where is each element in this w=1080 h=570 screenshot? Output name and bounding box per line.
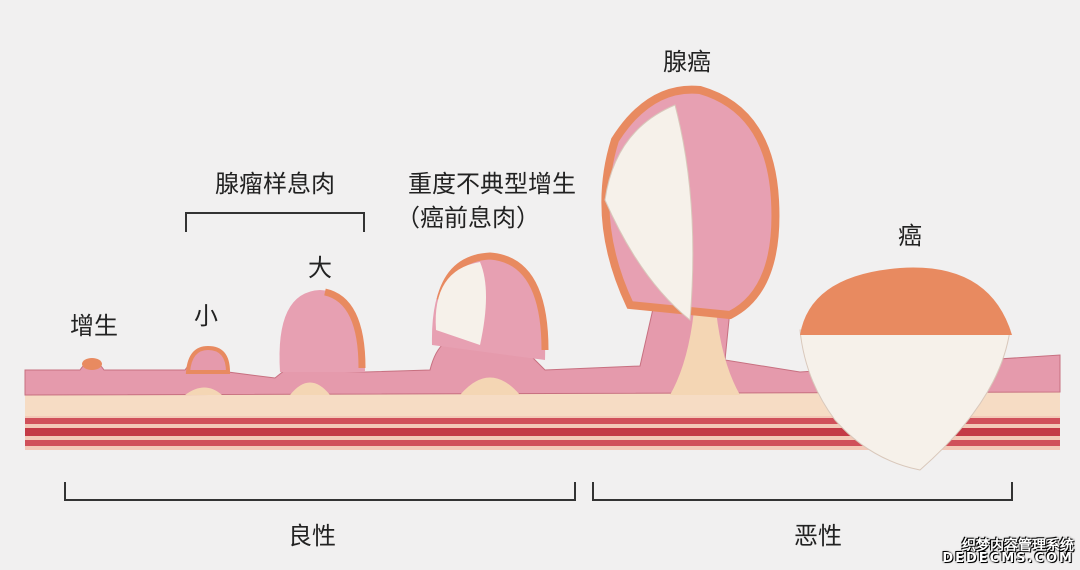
cancer-tumor-core xyxy=(799,329,1011,471)
adenocarcinoma-core xyxy=(604,104,694,321)
large-polyp xyxy=(279,290,365,372)
adenomatous-polyp-bracket xyxy=(185,212,365,232)
label-malignant: 恶性 xyxy=(794,522,842,550)
watermark-line2: DEDECMS.COM xyxy=(942,551,1074,566)
label-hyperplasia: 增生 xyxy=(70,312,118,340)
stalk-adenocarcinoma xyxy=(670,300,740,395)
malignant-bracket xyxy=(592,482,1013,501)
stalk-small xyxy=(185,387,222,395)
cancer-tumor-surface xyxy=(800,267,1012,335)
label-adenocarcinoma: 腺癌 xyxy=(663,48,711,76)
dysplasia-polyp-core xyxy=(435,262,486,345)
dysplasia-polyp-surface xyxy=(436,252,549,351)
label-adenomatous-polyp: 腺瘤样息肉 xyxy=(215,170,335,198)
label-severe-dysplasia: 重度不典型增生 xyxy=(408,170,576,198)
label-benign: 良性 xyxy=(288,522,336,550)
label-cancer: 癌 xyxy=(898,222,922,250)
benign-bracket xyxy=(64,482,576,501)
watermark-line1: 织梦内容管理系统 xyxy=(962,538,1074,554)
label-small: 小 xyxy=(194,302,218,330)
hyperplasia-polyp xyxy=(82,358,102,370)
small-polyp xyxy=(185,345,231,374)
label-large: 大 xyxy=(308,254,332,282)
large-polyp-surface xyxy=(324,288,366,369)
stalk-large xyxy=(290,382,330,395)
stalk-dysplasia xyxy=(460,377,520,395)
label-precancerous-polyp: （癌前息肉） xyxy=(396,204,540,232)
